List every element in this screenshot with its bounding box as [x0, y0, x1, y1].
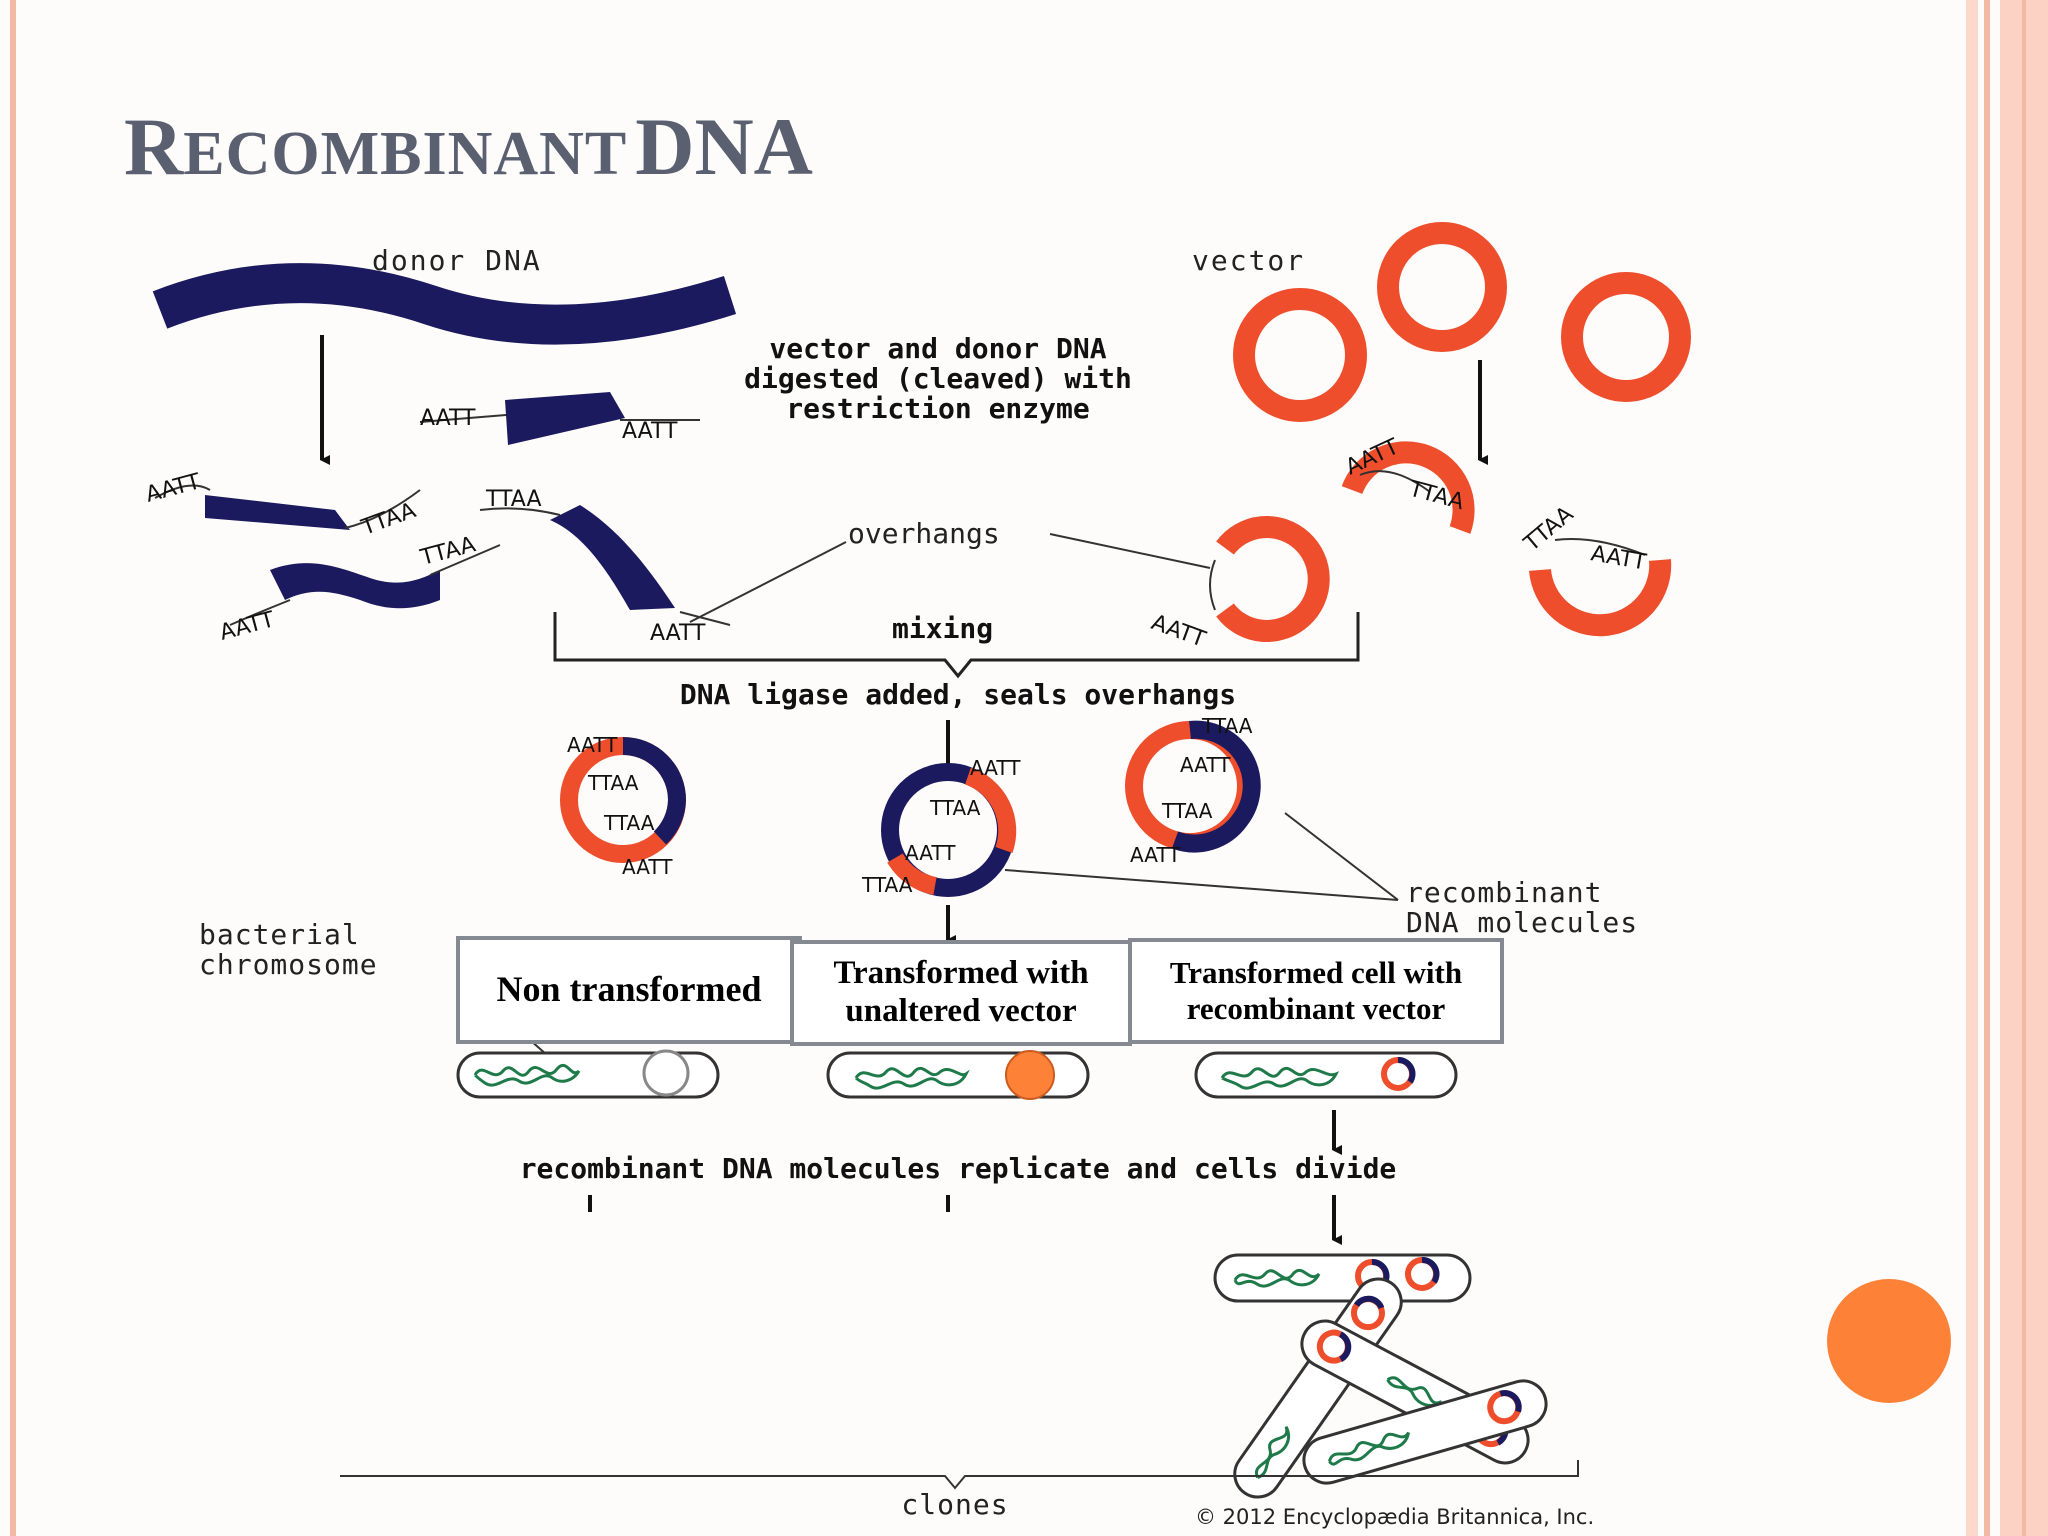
overhang-seq: AATT [567, 733, 618, 757]
overhang-seq: AATT [420, 406, 476, 431]
slide-title: RECOMBINANT DNA [124, 100, 813, 194]
overhang-seq: AATT [217, 607, 278, 646]
decorative-orange-circle [1827, 1279, 1951, 1403]
overhang-seq: TTAA [1161, 799, 1213, 823]
overhang-seq: AATT [970, 756, 1021, 780]
overhang-seq: AATT [1148, 610, 1209, 653]
overhang-seq: TTAA [929, 796, 981, 820]
donor-fragment: AATT TTAA [217, 532, 501, 646]
recombinant-plasmid: AATT TTAA AATT TTAA [861, 756, 1021, 897]
bacterial-label-line-1: bacterial [199, 918, 360, 951]
overhang-seq: AATT [622, 855, 673, 879]
title-dna: DNA [635, 101, 813, 192]
recombinant-plasmid: AATT TTAA TTAA AATT [560, 733, 687, 879]
mixing-label: mixing [892, 612, 993, 645]
bacteria-row [456, 1049, 1458, 1100]
donor-fragment: AATT TTAA [143, 469, 421, 541]
bacterium-unaltered-vector [826, 1050, 1090, 1100]
cloned-cell [1213, 1253, 1472, 1303]
overhang-seq: AATT [1130, 843, 1181, 867]
vector-plasmid [1377, 222, 1507, 352]
recombinant-pointer [1004, 869, 1399, 901]
overhang-seq: AATT [1180, 753, 1231, 777]
digest-caption-line-1: vector and donor DNA [769, 332, 1106, 365]
clones-bracket [340, 1460, 1579, 1490]
right-border-stripe [2022, 0, 2026, 1536]
recombinant-plasmids: AATT TTAA TTAA AATT AATT TTAA AATT TTAA … [560, 714, 1261, 897]
digest-caption-line-3: restriction enzyme [786, 392, 1089, 425]
unaltered-vector-label-line-1: Transformed with [833, 955, 1089, 992]
cloned-cell [1302, 1379, 1548, 1485]
bacterium-recombinant-vector [1194, 1051, 1458, 1099]
recombinant-vector-box: Transformed cell with recombinant vector [1128, 938, 1504, 1044]
digest-caption-line-2: digested (cleaved) with [744, 362, 1132, 395]
overhangs-pointer [689, 541, 847, 623]
right-border [1966, 0, 2048, 1536]
right-border-stripe [1966, 0, 1978, 1536]
vector-plasmid [1561, 272, 1691, 402]
cloned-cells [1213, 1253, 1548, 1499]
recombinant-label-line-2: DNA molecules [1406, 906, 1638, 939]
right-border-stripe [1984, 0, 1990, 1536]
recombinant-plasmid: TTAA AATT TTAA AATT [1125, 714, 1261, 867]
donor-dna-strand [152, 263, 737, 345]
overhang-seq: AATT [143, 469, 204, 508]
overhang-seq: AATT [650, 621, 706, 646]
recombinant-pointer [1284, 812, 1399, 901]
bacterium-non-transformed [456, 1049, 720, 1099]
overhang-seq: TTAA [861, 873, 913, 897]
donor-dna-label: donor DNA [372, 244, 542, 277]
overhang-seq: TTAA [587, 771, 639, 795]
overhang-seq: TTAA [603, 811, 655, 835]
overhang-seq: AATT [1589, 541, 1649, 575]
vector-plasmids [1233, 222, 1691, 422]
left-border-line [10, 0, 16, 1536]
recombinant-vector-label-line-2: recombinant vector [1186, 991, 1446, 1026]
recombinant-dna-diagram: donor DNA vector vector and donor DNA di… [143, 222, 1691, 1529]
cut-vectors: AATT AATT TTAA TTAA AATT [1148, 434, 1672, 653]
overhang-seq: TTAA [485, 487, 542, 512]
clones-label: clones [901, 1488, 1008, 1521]
vector-label: vector [1192, 244, 1305, 277]
overhang-seq: TTAA [358, 498, 420, 541]
donor-fragments: AATT TTAA AATT AATT AATT TTAA TTAA AATT [143, 392, 731, 646]
overhangs-pointer [1049, 533, 1211, 569]
cloned-cell [1233, 1277, 1403, 1499]
overhang-seq: TTAA [417, 532, 478, 571]
ligase-label: DNA ligase added, seals overhangs [680, 678, 1236, 711]
left-border [0, 0, 24, 1536]
cut-vector: AATT [1148, 516, 1330, 653]
donor-fragment: AATT AATT [419, 392, 700, 445]
mixing-bracket [553, 612, 1360, 679]
overhang-seq: AATT [622, 419, 678, 444]
overhang-seq: AATT [905, 841, 956, 865]
bacterial-label-line-2: chromosome [199, 948, 378, 981]
title-initial: R [124, 101, 184, 192]
recombinant-vector-label-line-1: Transformed cell with [1169, 955, 1463, 991]
overhang-seq: TTAA [1201, 714, 1253, 738]
copyright-text: © 2012 Encyclopædia Britannica, Inc. [1195, 1505, 1594, 1529]
cut-vector: AATT TTAA [1341, 434, 1475, 534]
recombinant-label-line-1: recombinant [1406, 876, 1602, 909]
digest-caption: vector and donor DNA digested (cleaved) … [744, 332, 1132, 425]
non-transformed-box: Non transformed [456, 936, 802, 1044]
unaltered-vector-label-line-2: unaltered vector [845, 993, 1077, 1029]
vector-plasmid [1233, 288, 1367, 422]
overhangs-label: overhangs [848, 517, 1000, 550]
donor-fragment: TTAA AATT [479, 487, 731, 646]
replicate-label: recombinant DNA molecules replicate and … [520, 1152, 1397, 1185]
title-smallcaps: ECOMBINANT [183, 120, 628, 188]
overhang-seq: TTAA [1519, 502, 1578, 557]
non-transformed-label: Non transformed [496, 969, 762, 1010]
unaltered-vector-box: Transformed with unaltered vector [790, 940, 1132, 1046]
cut-vector: TTAA AATT [1519, 502, 1672, 637]
